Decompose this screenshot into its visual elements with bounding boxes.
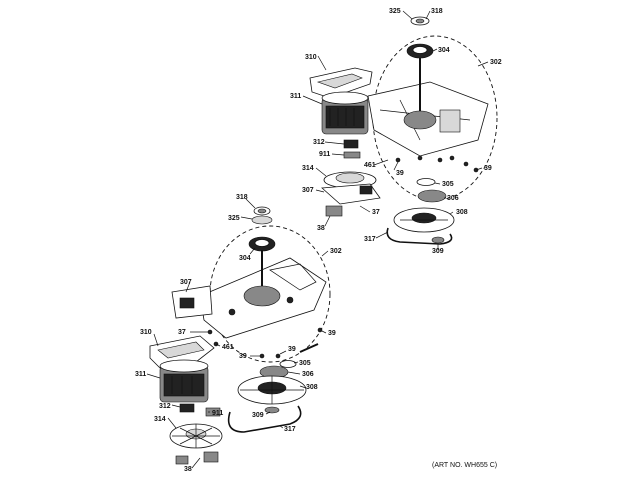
part-302-upper xyxy=(367,58,489,157)
callout-304-lower: 304 xyxy=(239,255,251,262)
part-317-lower xyxy=(227,405,302,433)
screws-39-upper xyxy=(395,155,479,173)
lower-transmission-boundary xyxy=(209,225,331,363)
callout-311-upper: 311 xyxy=(290,93,301,100)
callout-311-lower: 311 xyxy=(135,371,146,378)
part-38b-lower xyxy=(203,451,219,463)
part-38-upper xyxy=(325,205,343,217)
callout-317-upper: 317 xyxy=(364,236,376,243)
callout-306-lower: 306 xyxy=(302,371,314,378)
callout-307-upper: 307 xyxy=(302,187,314,194)
callout-307-lower: 307 xyxy=(180,279,192,286)
lower-assembly: 318 325 304 302 307 37 39 310 461 39 39 … xyxy=(135,194,342,473)
callout-39c-lower: 39 xyxy=(288,346,296,353)
callout-325-upper: 325 xyxy=(389,8,401,15)
callout-305-upper: 305 xyxy=(442,181,454,188)
part-312-lower xyxy=(179,403,195,413)
part-318-upper xyxy=(410,16,430,26)
part-308-upper xyxy=(393,207,455,233)
callout-302-upper: 302 xyxy=(490,59,502,66)
callout-325-lower: 325 xyxy=(228,215,240,222)
callout-314-upper: 314 xyxy=(302,165,314,172)
callout-312-upper: 312 xyxy=(313,139,325,146)
callout-318-lower: 318 xyxy=(236,194,248,201)
callout-37-upper: 37 xyxy=(372,209,380,216)
callout-37-lower: 37 xyxy=(178,329,186,336)
callout-38-lower: 38 xyxy=(184,466,192,473)
callout-302-lower: 302 xyxy=(330,248,342,255)
callout-39a-lower: 39 xyxy=(328,330,336,337)
callout-305-lower: 305 xyxy=(299,360,311,367)
part-307-lower xyxy=(171,285,213,319)
part-308-lower xyxy=(237,375,307,405)
part-302-lower xyxy=(199,250,327,339)
part-317-upper xyxy=(386,227,453,245)
part-305-upper xyxy=(416,178,436,186)
upper-assembly: 325 318 304 302 310 311 312 911 461 39 3… xyxy=(290,8,502,255)
part-307-upper xyxy=(321,183,381,205)
part-312-upper xyxy=(343,139,359,149)
part-314-upper xyxy=(323,171,377,189)
part-38a-lower xyxy=(175,455,189,465)
part-305-lower xyxy=(279,360,297,368)
callout-911-lower: 911 xyxy=(212,410,223,417)
part-311-lower xyxy=(159,359,209,403)
callout-318-upper: 318 xyxy=(431,8,443,15)
callout-306-upper: 306 xyxy=(447,195,459,202)
callout-39b-lower: 39 xyxy=(239,353,247,360)
callout-312-lower: 312 xyxy=(159,403,171,410)
part-911-upper xyxy=(343,151,361,159)
callout-39a-upper: 39 xyxy=(396,170,404,177)
callout-911-upper: 911 xyxy=(319,151,330,158)
part-309-lower xyxy=(264,406,280,414)
callout-39b-upper: 39 xyxy=(484,165,492,172)
callout-308-upper: 308 xyxy=(456,209,468,216)
callout-309-lower: 309 xyxy=(252,412,264,419)
callout-461-upper: 461 xyxy=(364,162,376,169)
part-309-upper xyxy=(431,236,445,244)
part-325-lower xyxy=(251,215,273,225)
callout-310-lower: 310 xyxy=(140,329,152,336)
callout-308-lower: 308 xyxy=(306,384,318,391)
callout-461-lower: 461 xyxy=(222,344,234,351)
part-304-upper xyxy=(406,43,434,59)
callout-310-upper: 310 xyxy=(305,54,317,61)
part-311-upper xyxy=(321,91,369,135)
part-911-lower xyxy=(205,407,221,417)
part-314-lower xyxy=(169,423,223,449)
part-318-lower xyxy=(253,206,271,216)
callout-304-upper: 304 xyxy=(438,47,450,54)
callout-314-lower: 314 xyxy=(154,416,166,423)
callout-309-upper: 309 xyxy=(432,248,444,255)
part-306-upper xyxy=(417,189,447,203)
callout-317-lower: 317 xyxy=(284,426,296,433)
art-number: (ART NO. WH655 C) xyxy=(432,462,497,469)
part-304-lower xyxy=(248,236,276,252)
callout-38-upper: 38 xyxy=(317,225,325,232)
